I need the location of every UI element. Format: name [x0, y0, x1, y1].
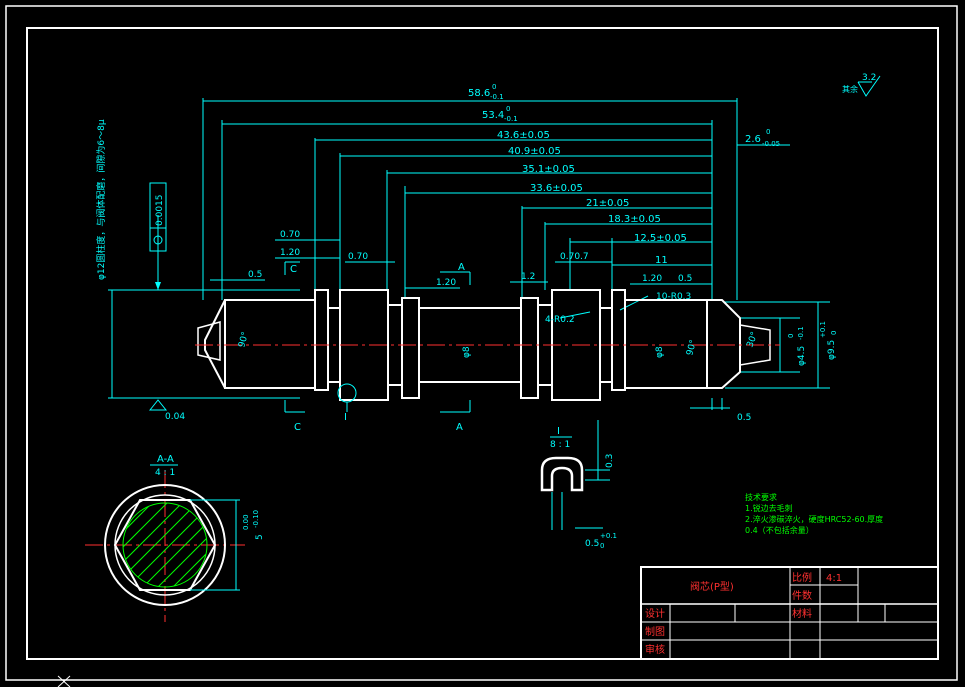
dim-53-4-tol-dn: -0.1: [504, 115, 518, 123]
detail-dim-0-5-dn: 0: [600, 542, 604, 550]
roughness-rest: 其余: [842, 84, 858, 94]
dim-1-20-b: 1.20: [436, 278, 456, 288]
dia-9-5: φ9.5: [827, 340, 837, 360]
section-aa-title: A-A: [157, 454, 174, 465]
technical-notes: 技术要求 1.锐边去毛刺 2.淬火渗碳淬火，硬度HRC52-60.厚度 0.4（…: [745, 492, 883, 535]
radius-4-r0-2: 4-R0.2: [545, 315, 575, 325]
marker-a-bottom: A: [456, 422, 463, 433]
dia-4-5: φ4.5: [797, 346, 807, 366]
dia-9-5-tol-dn: 0: [830, 331, 838, 335]
design-label: 设计: [645, 607, 665, 620]
dim-35-1: 35.1±0.05: [522, 164, 575, 175]
dim-11: 11: [655, 255, 668, 266]
dimension-texts: 58.6 0 -0.1 53.4 0 -0.1 43.6±0.05 40.9±0…: [95, 83, 838, 423]
section-aa-view: A-A 4 : 1 5 0.00 -0.10: [104, 454, 265, 606]
tolerance-frame: 0.0015: [149, 182, 167, 290]
dia-9-5-tol-up: +0.1: [819, 321, 827, 338]
notes-line-1: 1.锐边去毛刺: [745, 503, 793, 513]
dim-1-20-a: 1.20: [280, 248, 300, 258]
dim-0-70-a: 0.70: [280, 230, 300, 240]
dim-58-6-tol-up: 0: [492, 83, 496, 91]
angle-30: 30°: [745, 331, 760, 349]
marker-a-top: A: [458, 262, 465, 273]
dim-1-2: 1.2: [521, 272, 535, 282]
title-block: 阀芯(P型) 比例 4:1 件数 材料 设计 制图 审核: [640, 566, 939, 660]
dim-53-4-tol-up: 0: [506, 105, 510, 113]
detail-scale: 8 : 1: [550, 440, 570, 450]
roughness-symbol: 3.2 其余: [842, 73, 881, 97]
notes-line-3: 0.4（不包括余量）: [745, 525, 814, 535]
dim-53-4: 53.4: [482, 110, 504, 121]
flatness-0-04: 0.04: [165, 412, 185, 422]
detail-i-view: I 8 : 1 0.3 0.5 +0.1 0: [540, 426, 617, 550]
material-label: 材料: [792, 607, 812, 620]
dim-1-20-c: 1.20: [642, 274, 662, 284]
dim-58-6: 58.6: [468, 88, 490, 99]
section-aa-dim: 5: [255, 534, 265, 540]
notes-title: 技术要求: [745, 492, 777, 502]
angle-90-b: 90°: [685, 339, 699, 357]
marker-i: I: [344, 412, 347, 423]
roughness-value: 3.2: [862, 73, 876, 83]
angle-90-a: 90°: [237, 331, 251, 349]
dia-4-5-tol-up: 0: [787, 334, 795, 338]
dimension-lines: [108, 98, 830, 529]
detail-dim-0-5: 0.5: [585, 539, 599, 549]
cylindricity-note: φ12圆柱度，与阀体配磨，间隙为6～8μ: [95, 119, 107, 280]
notes-line-2: 2.淬火渗碳淬火，硬度HRC52-60.厚度: [745, 514, 883, 524]
dim-0-70-7: 0.70.7: [560, 252, 589, 262]
dim-2-6: 2.6: [745, 134, 761, 145]
marker-c-bottom: C: [294, 422, 301, 433]
dim-0-5-b: 0.5: [678, 274, 692, 284]
detail-dim-0-5-up: +0.1: [600, 532, 617, 540]
section-aa-dim-up: 0.00: [242, 514, 250, 530]
dim-0-70-b: 0.70: [348, 252, 368, 262]
quantity-label: 件数: [792, 589, 812, 602]
detail-title: I: [557, 426, 560, 437]
marker-c-top: C: [290, 264, 297, 275]
dim-33-6: 33.6±0.05: [530, 183, 583, 194]
dia-4-5-tol-dn: -0.1: [797, 326, 805, 340]
flatness-symbol: [148, 399, 168, 411]
dim-2-6-tol-dn: -0.05: [762, 140, 780, 148]
dim-0-5-a: 0.5: [248, 270, 262, 280]
dia-8-a: φ8: [462, 346, 472, 358]
drawn-label: 制图: [645, 625, 665, 638]
section-aa-dim-dn: -0.10: [252, 510, 260, 528]
ucs-icon: [57, 675, 71, 687]
section-aa-scale: 4 : 1: [155, 468, 175, 478]
dia-8-b: φ8: [655, 346, 665, 358]
dim-18-3: 18.3±0.05: [608, 214, 661, 225]
tolerance-value: 0.0015: [155, 195, 165, 227]
dim-43-6: 43.6±0.05: [497, 130, 550, 141]
scale-label: 比例: [792, 571, 812, 584]
center-lines: [85, 344, 780, 622]
radius-10-r0-3: 10-R0.3: [656, 292, 691, 302]
scale-value: 4:1: [826, 573, 842, 584]
dim-2-6-tol-up: 0: [766, 128, 770, 136]
dim-12-5: 12.5±0.05: [634, 233, 687, 244]
detail-dim-0-3: 0.3: [605, 454, 615, 468]
section-markers: C C A A I: [284, 261, 471, 433]
check-label: 审核: [645, 643, 665, 656]
drawing-frame: [5, 5, 958, 681]
dim-21: 21±0.05: [586, 198, 629, 209]
part-name: 阀芯(P型): [690, 580, 734, 593]
dim-58-6-tol-dn: -0.1: [490, 93, 504, 101]
dim-0-5-c: 0.5: [737, 413, 751, 423]
dim-40-9: 40.9±0.05: [508, 146, 561, 157]
